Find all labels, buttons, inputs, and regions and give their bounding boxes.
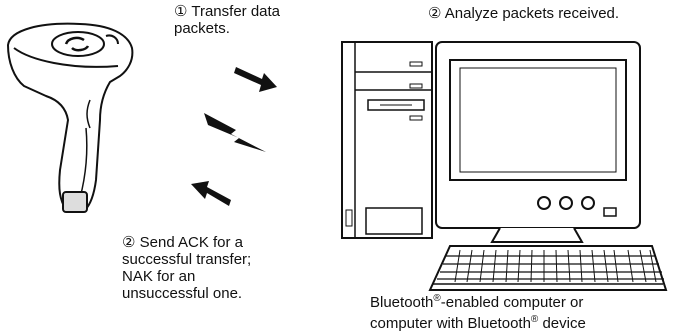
computer-caption: Bluetooth®-enabled computer or computer …	[370, 290, 586, 332]
barcode-scanner-icon	[7, 22, 134, 213]
step-ack-label: ② Send ACK for a successful transfer; NA…	[122, 234, 251, 302]
step-transfer-label: ① Transfer data packets.	[174, 3, 280, 37]
lightning-bolt-icon	[204, 113, 266, 152]
caption-line2-start: computer with Bluetooth	[370, 315, 531, 332]
step-ack-text: Send ACK for a successful transfer; NAK …	[122, 234, 252, 302]
step-number-3: ②	[122, 234, 136, 251]
arrow-to-scanner-icon	[191, 181, 231, 206]
caption-line2-end: device	[538, 315, 586, 332]
keyboard-icon	[428, 245, 668, 291]
monitor-icon	[435, 41, 641, 243]
registered-mark-2: ®	[530, 314, 539, 325]
step-number-1: ①	[174, 3, 188, 20]
step-transfer-text: Transfer data packets.	[174, 3, 281, 37]
step-analyze-label: ② Analyze packets received.	[428, 5, 619, 22]
caption-line1-end: -enabled computer or	[440, 294, 584, 311]
arrow-to-computer-icon	[234, 67, 277, 92]
step-number-2: ②	[428, 5, 442, 22]
tower-pc-icon	[341, 41, 433, 239]
step-analyze-text: Analyze packets received.	[444, 5, 620, 22]
caption-line1-start: Bluetooth	[370, 294, 434, 311]
registered-mark-1: ®	[433, 293, 441, 304]
